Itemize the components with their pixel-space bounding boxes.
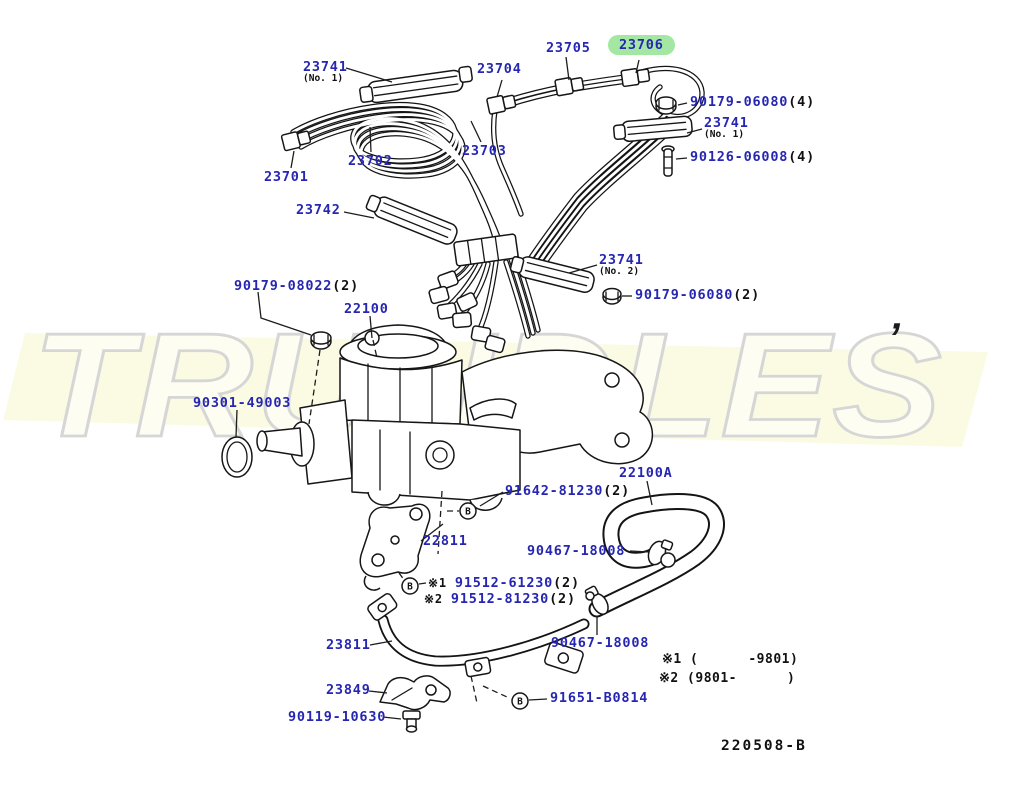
footnote-2: ※2 (9801- ) <box>659 671 796 686</box>
part-label-91512-81230-x2[interactable]: ※2 91512-81230(2) <box>424 591 576 607</box>
bracket-22811 <box>359 503 431 591</box>
part-label-23706-highlighted[interactable]: 23706 <box>608 35 675 56</box>
part-label-23741-no1-left[interactable]: 23741(No. 1) <box>303 59 348 85</box>
nut-90179-08022 <box>310 331 332 350</box>
part-label-23704[interactable]: 23704 <box>477 61 522 77</box>
part-label-23811[interactable]: 23811 <box>326 637 371 653</box>
part-label-23741-no1-right[interactable]: 23741(No. 1) <box>704 115 749 141</box>
part-label-23703[interactable]: 23703 <box>462 143 507 159</box>
svg-text:B: B <box>517 697 523 708</box>
part-label-23702[interactable]: 23702 <box>348 153 393 169</box>
part-label-90179-06080-x4[interactable]: 90179-06080(4) <box>690 94 816 110</box>
nut-90179-06080-top <box>655 96 677 115</box>
part-label-90467-18008-b[interactable]: 90467-18008 <box>551 635 650 651</box>
watermark-apostrophe: ’ <box>888 314 901 361</box>
clamp-23741-no1-right <box>612 115 693 143</box>
part-label-23705[interactable]: 23705 <box>546 40 591 56</box>
part-label-23742[interactable]: 23742 <box>296 202 341 218</box>
part-label-90126-06008-x4[interactable]: 90126-06008(4) <box>690 149 816 165</box>
part-label-23741-no2[interactable]: 23741(No. 2) <box>599 252 644 278</box>
clamp-90467-18008-b <box>584 585 609 616</box>
part-label-22100A[interactable]: 22100A <box>619 465 673 481</box>
drawing-code: 220508-B <box>721 738 807 754</box>
pipe-fitting-23706 <box>620 68 651 88</box>
part-label-91642-81230-x2[interactable]: 91642-81230(2) <box>505 483 631 499</box>
part-label-90179-06080-x2[interactable]: 90179-06080(2) <box>635 287 761 303</box>
bolt-symbol-91512: B <box>401 577 419 595</box>
part-label-90301-49003[interactable]: 90301-49003 <box>193 395 292 411</box>
bracket-23849 <box>379 675 451 711</box>
bolt-symbol-91642: B <box>459 502 477 520</box>
leader-lines <box>235 56 703 720</box>
part-label-91512-61230-x2[interactable]: ※1 91512-61230(2) <box>428 575 580 591</box>
pipe-fitting-23701 <box>280 130 312 152</box>
part-label-91651-B0814[interactable]: 91651-B0814 <box>550 690 649 706</box>
part-label-22100[interactable]: 22100 <box>344 301 389 317</box>
stud-90126-06008 <box>661 145 675 177</box>
hose-clamps <box>584 539 676 616</box>
part-label-22811[interactable]: 22811 <box>423 533 468 549</box>
clamp-23742 <box>365 194 458 245</box>
injection-pipes-left-bundle <box>290 101 506 256</box>
footnote-1: ※1 ( -9801) <box>662 652 799 667</box>
injection-pump-22100 <box>256 324 654 511</box>
nut-90179-06080-mid <box>602 287 622 305</box>
clamp-23741-no2 <box>509 256 595 293</box>
pipe-fitting-23704 <box>486 94 517 115</box>
part-label-23849[interactable]: 23849 <box>326 682 371 698</box>
pipe-holder <box>453 233 519 267</box>
fuel-pipe-23811 <box>377 614 590 667</box>
part-label-90119-10630[interactable]: 90119-10630 <box>288 709 387 725</box>
pipe-23811-fittings <box>367 592 584 678</box>
svg-text:B: B <box>407 582 413 593</box>
clamp-23741-no1-left <box>359 65 473 104</box>
bolt-90119-10630 <box>402 710 421 733</box>
union-nuts <box>428 270 506 354</box>
part-label-90467-18008-a[interactable]: 90467-18008 <box>527 543 626 559</box>
part-label-23701[interactable]: 23701 <box>264 169 309 185</box>
bolt-symbol-91651: B <box>511 692 529 710</box>
clamp-90467-18008-a <box>647 539 676 568</box>
part-label-90179-08022-x2[interactable]: 90179-08022(2) <box>234 278 360 294</box>
o-ring-90301-49003 <box>221 436 253 478</box>
hose-22100A <box>588 492 725 618</box>
pipe-fitting-23705 <box>554 76 585 97</box>
svg-text:B: B <box>465 507 471 518</box>
